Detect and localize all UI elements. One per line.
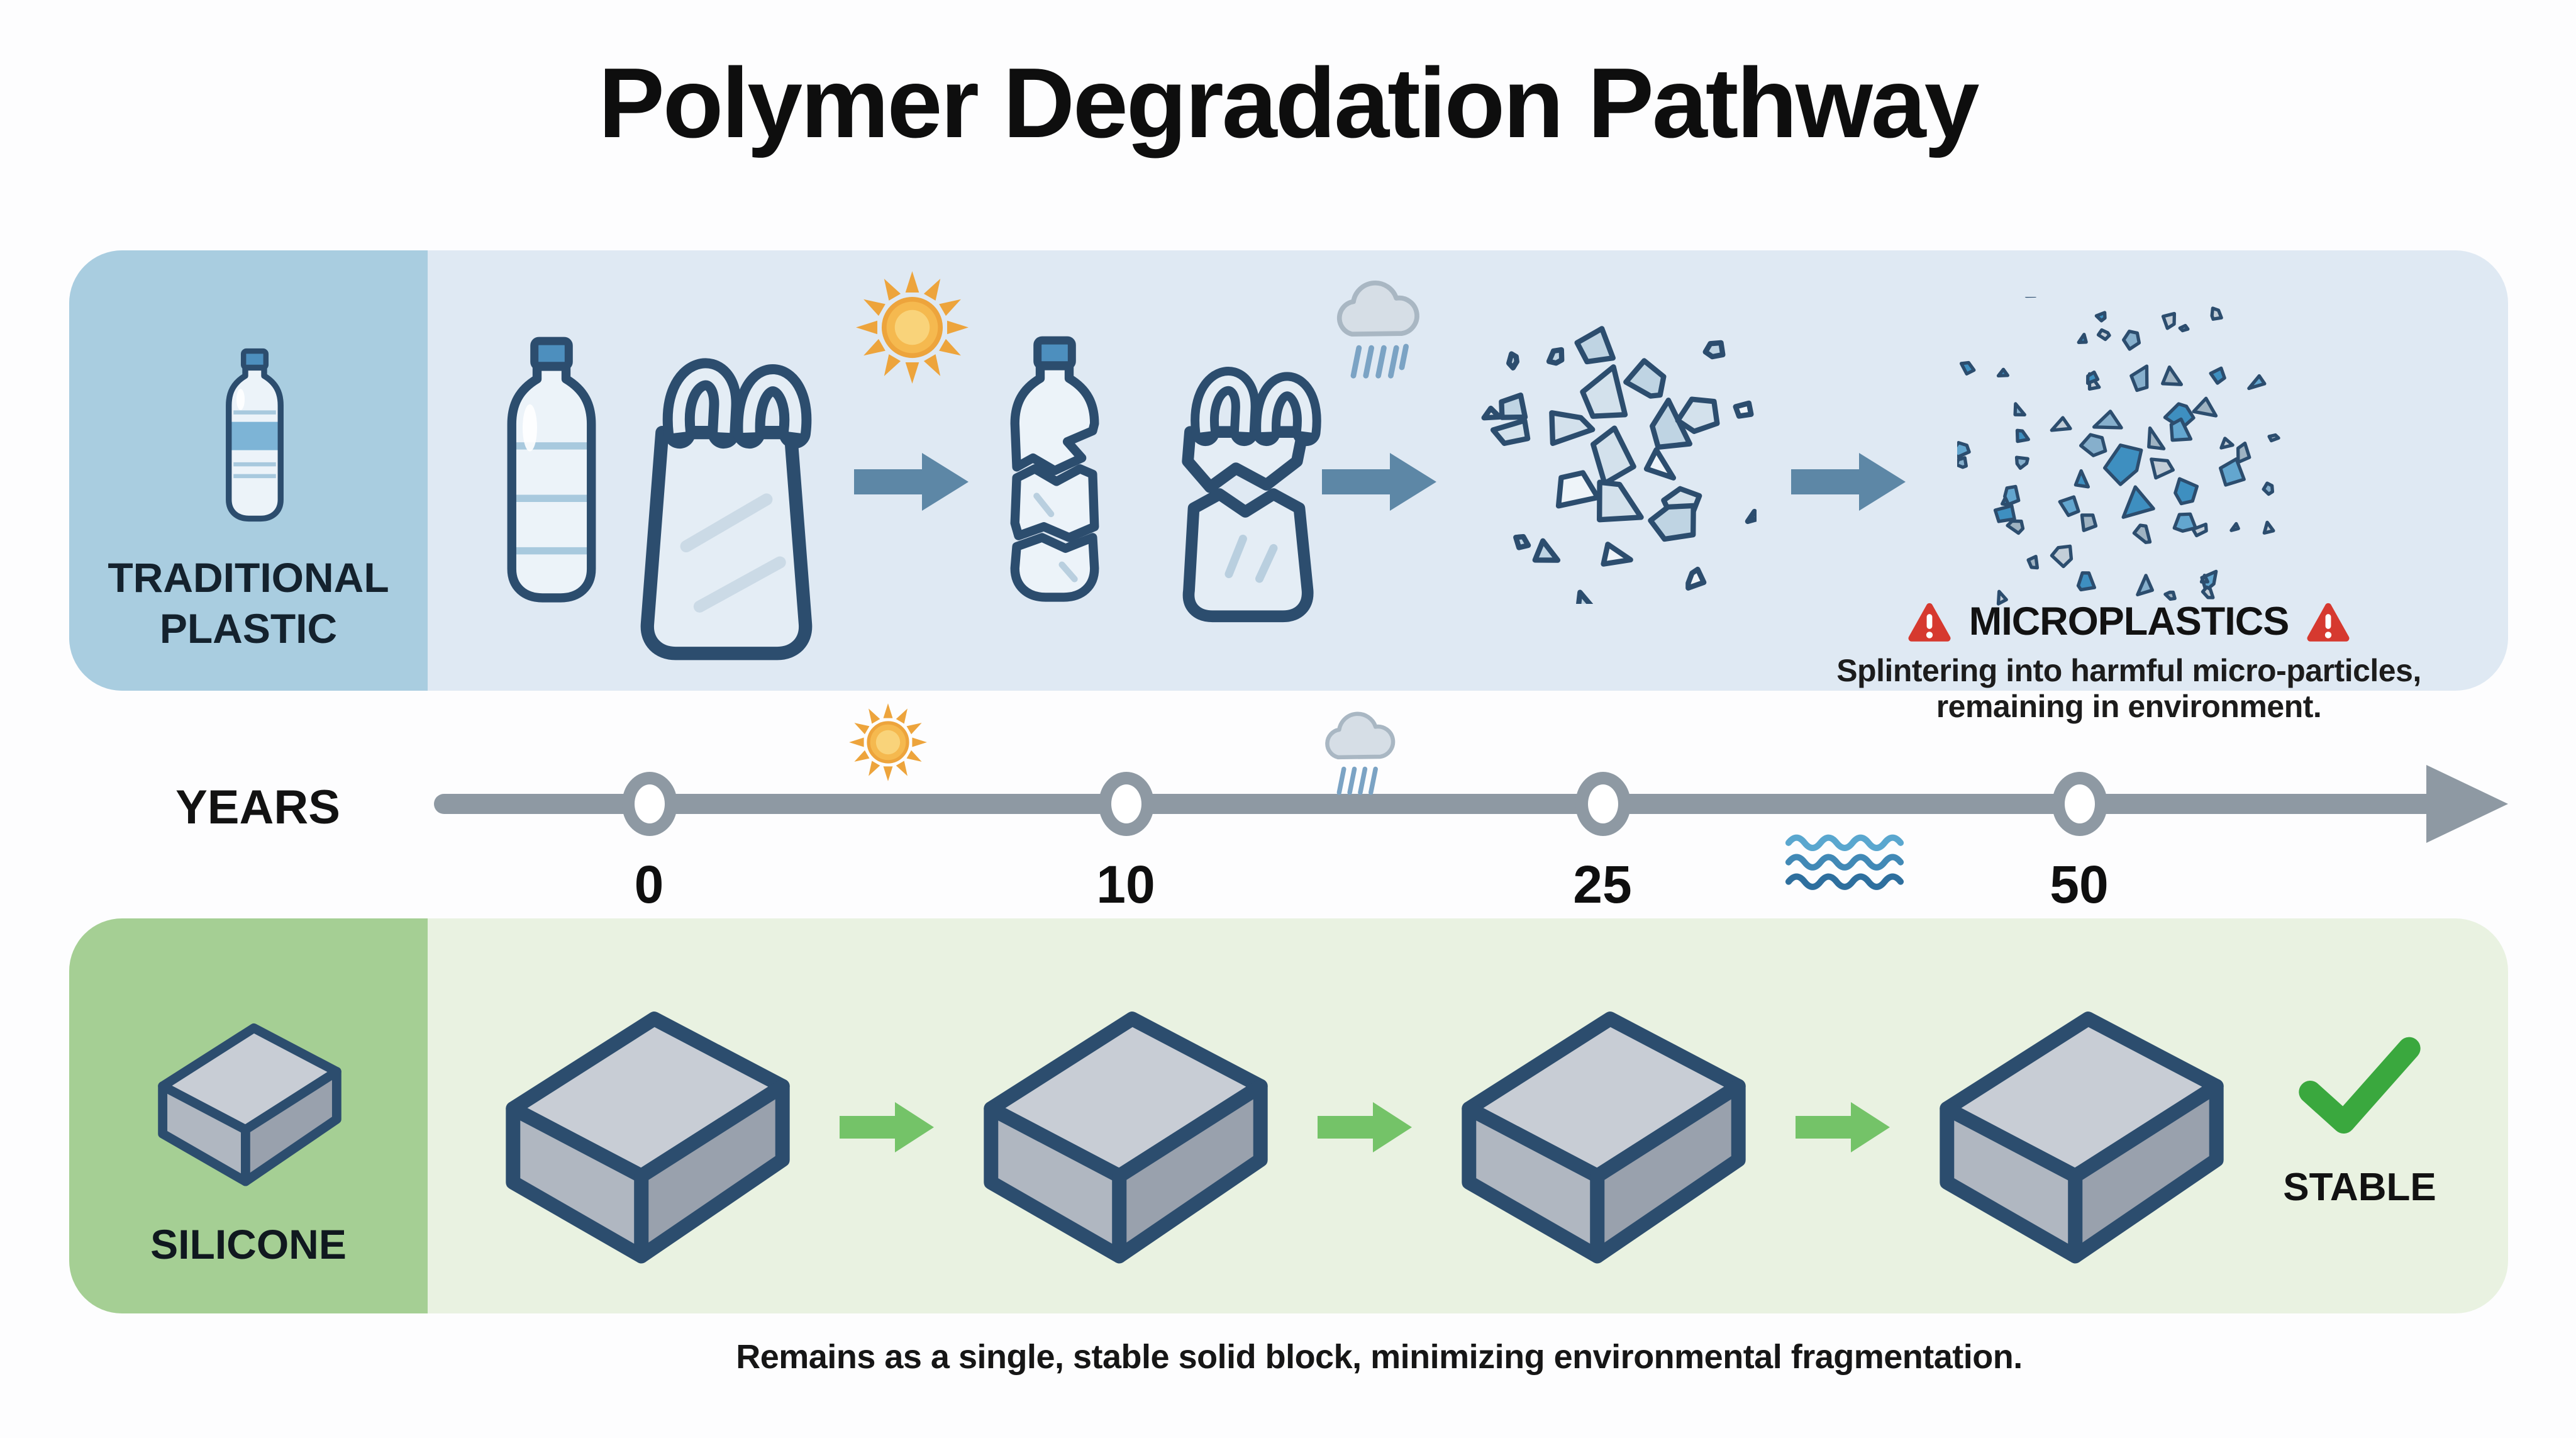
silicone-block-icon xyxy=(984,1012,1268,1264)
timeline-tick-0: 0 xyxy=(634,855,664,914)
water-bottle-icon xyxy=(507,337,596,603)
sun-icon xyxy=(849,703,927,781)
timeline-marker-0 xyxy=(622,772,677,836)
water-bottle-icon xyxy=(226,348,284,522)
timeline-tick-50: 50 xyxy=(2050,855,2109,914)
microplastics-warning-line2: remaining in environment. xyxy=(1936,689,2322,724)
timeline-marker-25 xyxy=(1575,772,1631,836)
arrow-right-icon xyxy=(1318,1102,1412,1152)
timeline-marker-10 xyxy=(1099,772,1154,836)
arrow-right-icon xyxy=(1796,1102,1890,1152)
microplastics-warning-heading: MICROPLASTICS xyxy=(1761,599,2497,644)
microplastics-warning-title: MICROPLASTICS xyxy=(1968,599,2290,644)
plastic-fragments-icon xyxy=(1481,326,1757,604)
checkmark-icon xyxy=(2299,1037,2421,1134)
plastic-bag-icon xyxy=(640,358,813,660)
arrow-right-icon xyxy=(1322,453,1436,511)
silicone-row-label: SILICONE xyxy=(150,1221,347,1268)
warning-triangle-icon xyxy=(1908,603,1951,642)
microplastics-warning: MICROPLASTICS Splintering into harmful m… xyxy=(1761,599,2497,725)
bottom-caption: Remains as a single, stable solid block,… xyxy=(736,1338,2023,1376)
silicone-block-icon xyxy=(1940,1012,2224,1264)
timeline-tick-10: 10 xyxy=(1096,855,1155,914)
timeline-arrowhead-icon xyxy=(2426,765,2508,843)
plastic-row-label-line2: PLASTIC xyxy=(159,605,338,652)
microplastics-cluster-icon xyxy=(1957,297,2280,606)
timeline-marker-50 xyxy=(2052,772,2107,836)
microplastics-warning-line1: Splintering into harmful micro-particles… xyxy=(1836,653,2421,688)
plastic-row-label-line1: TRADITIONAL xyxy=(108,554,389,601)
sun-icon xyxy=(856,271,969,384)
timeline-label: YEARS xyxy=(175,781,340,834)
torn-bag-icon xyxy=(1182,367,1321,623)
page-title: Polymer Degradation Pathway xyxy=(598,48,1979,159)
cracked-bottle-icon xyxy=(1010,336,1099,602)
warning-triangle-icon xyxy=(2307,603,2350,642)
silicone-block-icon xyxy=(1462,1012,1746,1264)
timeline-tick-25: 25 xyxy=(1573,855,1632,914)
arrow-right-icon xyxy=(854,453,969,511)
stable-status-label: STABLE xyxy=(2283,1166,2436,1209)
timeline-axis xyxy=(434,794,2440,814)
rain-cloud-icon xyxy=(1336,280,1419,379)
arrow-right-icon xyxy=(1791,453,1906,511)
arrow-right-icon xyxy=(840,1102,934,1152)
rain-cloud-icon xyxy=(1325,711,1396,795)
silicone-block-icon xyxy=(506,1012,790,1264)
plastic-row-label: TRADITIONAL PLASTIC xyxy=(69,552,428,654)
microplastics-warning-text: Splintering into harmful micro-particles… xyxy=(1761,653,2497,725)
water-waves-icon xyxy=(1785,834,1904,890)
silicone-block-icon xyxy=(158,1023,341,1186)
